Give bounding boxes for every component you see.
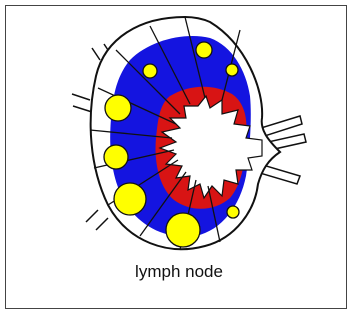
follicle <box>143 64 157 78</box>
follicle <box>226 64 238 76</box>
afferent-vessel <box>72 94 92 112</box>
follicle <box>196 42 212 58</box>
follicle <box>105 95 131 121</box>
follicle <box>227 206 239 218</box>
follicle <box>114 183 146 215</box>
caption: lymph node <box>0 262 358 282</box>
afferent-vessel <box>86 210 108 230</box>
follicle <box>166 213 200 247</box>
follicle <box>104 145 128 169</box>
